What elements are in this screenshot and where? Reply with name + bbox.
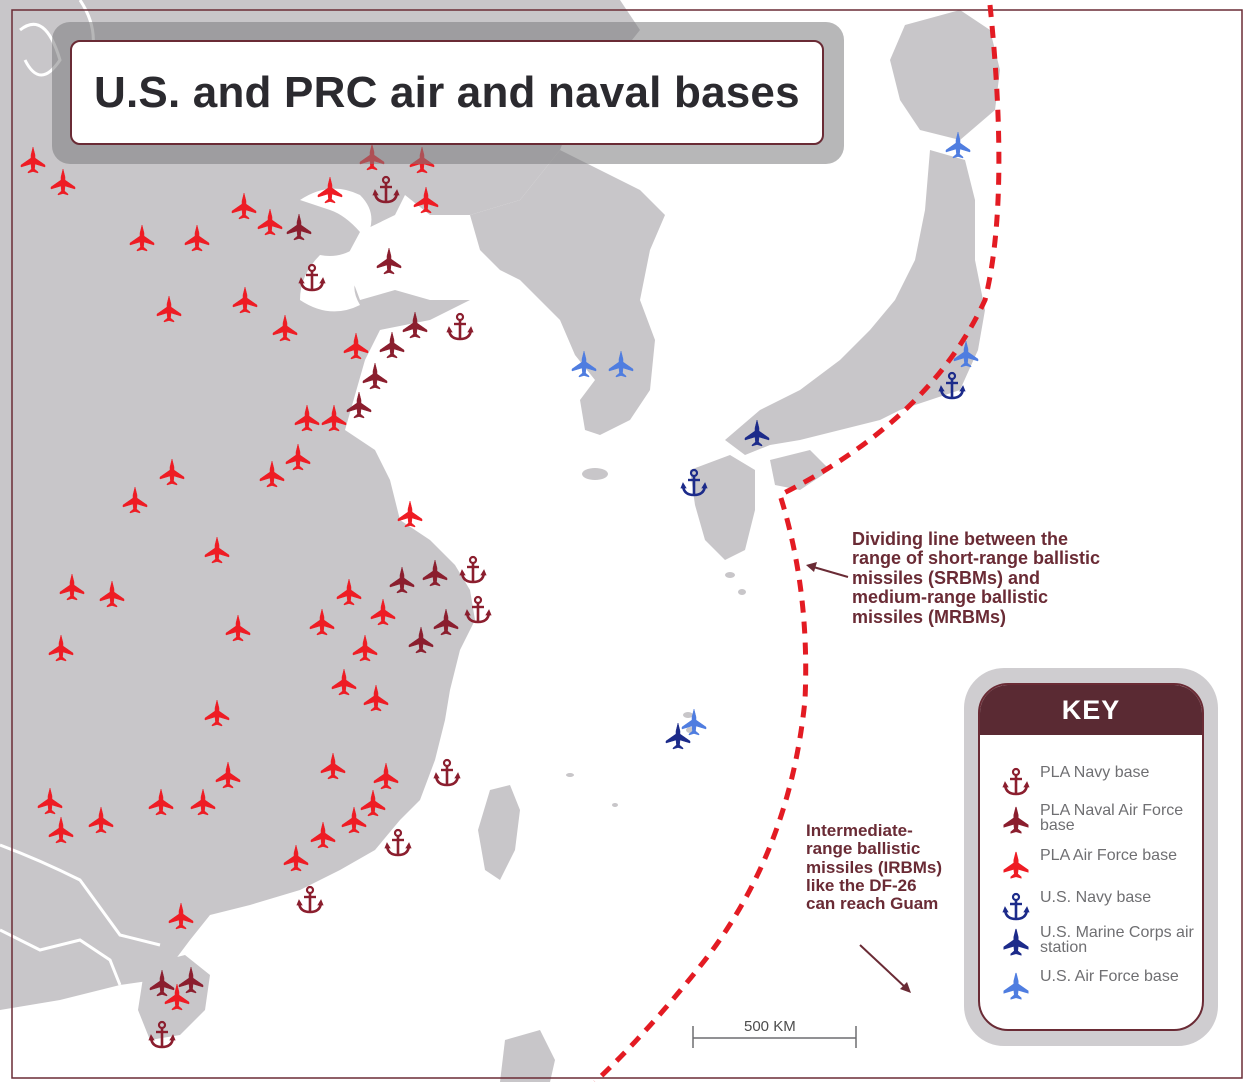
arrowhead-irbm: [900, 982, 911, 993]
key-item: U.S. Air Force base: [980, 968, 1202, 1009]
dividing-line: [593, 4, 1002, 1082]
dividing-line-annotation: Dividing line between the range of short…: [852, 529, 1152, 627]
key-item-label: U.S. Marine Corps air station: [1040, 924, 1194, 956]
land-jeju: [582, 468, 608, 480]
annotation-line: missiles (MRBMs): [852, 606, 1007, 627]
key-item-label: U.S. Air Force base: [1040, 968, 1179, 985]
annotation-line: medium-range ballistic: [852, 587, 1049, 608]
plane-icon: [1003, 972, 1029, 1000]
map-frame: [11, 9, 1243, 1079]
key-title: KEY: [1061, 694, 1121, 725]
key-item: PLA Air Force base: [980, 847, 1202, 888]
plane-icon: [1003, 928, 1029, 956]
annotation-line: range of short-range ballistic: [852, 548, 1101, 569]
annotation-line: Dividing line between the: [852, 529, 1069, 549]
land-kyushu: [690, 455, 755, 560]
annotation-line: missiles (SRBMs) and: [852, 567, 1041, 588]
annotation-line: range ballistic: [806, 839, 921, 859]
key-item: U.S. Navy base: [980, 889, 1202, 930]
annotation-line: Intermediate-: [806, 821, 913, 840]
arrow-irbm: [859, 944, 907, 989]
arrow-dividing-line: [809, 565, 849, 578]
key-item-label: PLA Air Force base: [1040, 847, 1177, 864]
key-item: PLA Naval Air Force base: [980, 802, 1202, 843]
annotation-line: can reach Guam: [806, 894, 939, 914]
map-title: U.S. and PRC air and naval bases: [94, 67, 800, 117]
anchor-icon: [1002, 892, 1030, 921]
plane-icon: [1003, 806, 1029, 834]
title-box: U.S. and PRC air and naval bases: [70, 40, 824, 145]
key-item-label: PLA Naval Air Force base: [1040, 802, 1184, 834]
irbm-annotation: Intermediate- range ballistic missiles (…: [806, 821, 966, 914]
key-item: U.S. Marine Corps air station: [980, 924, 1202, 965]
scale-bar-label: 500 KM: [744, 1018, 796, 1035]
land-shikoku: [770, 450, 830, 490]
key-header: KEY: [980, 685, 1202, 735]
land-honshu: [725, 150, 985, 455]
arrowhead-dividing-line: [806, 562, 817, 572]
land-hokkaido: [890, 10, 1000, 140]
land-china: [0, 0, 640, 1010]
land-luzon: [500, 1030, 555, 1082]
plane-icon: [1003, 851, 1029, 879]
annotation-line: like the DF-26: [806, 876, 917, 896]
land-taiwan: [478, 785, 520, 880]
annotation-line: missiles (IRBMs): [806, 857, 943, 877]
key-item-label: PLA Navy base: [1040, 764, 1150, 781]
key-item: PLA Navy base: [980, 764, 1202, 805]
key-item-label: U.S. Navy base: [1040, 889, 1152, 906]
anchor-icon: [1002, 767, 1030, 796]
scale-bar: [692, 1026, 857, 1048]
